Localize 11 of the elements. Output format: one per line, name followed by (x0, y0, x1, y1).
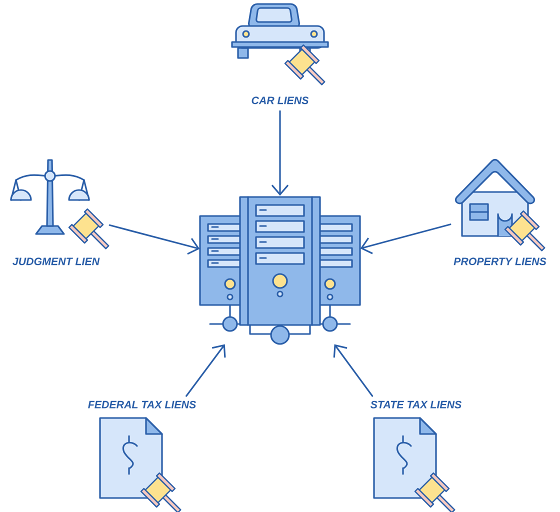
arrow (333, 344, 374, 397)
category-label: JUDGMENT LIEN (12, 258, 100, 266)
arrow (108, 224, 200, 255)
category-label: CAR LIENS (252, 96, 309, 104)
server-drawing (199, 196, 361, 345)
category-label: PROPERTY LIENS (454, 258, 546, 266)
arrow (186, 344, 226, 397)
arrow (271, 110, 289, 196)
arrow (360, 224, 452, 254)
category-label: STATE TAX LIENS (370, 400, 462, 408)
category-label: FEDERAL TAX LIENS (88, 400, 196, 408)
